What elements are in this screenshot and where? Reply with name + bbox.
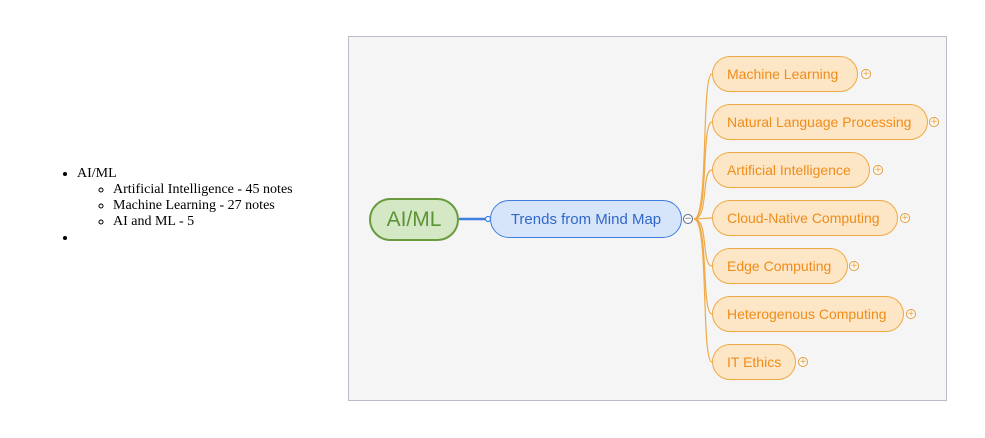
mind-map-links (459, 73, 713, 363)
outline-empty-item (77, 230, 330, 246)
outline-child: Artificial Intelligence - 45 notes (113, 182, 330, 198)
outline-child: Machine Learning - 27 notes (113, 198, 330, 214)
leaf-link (693, 218, 713, 363)
leaf-node-nlp[interactable]: Natural Language Processing (712, 104, 928, 140)
leaf-link (693, 73, 713, 220)
expand-icon[interactable]: + (798, 356, 808, 367)
outline-list: AI/ML Artificial Intelligence - 45 notes… (0, 166, 330, 246)
expand-icon[interactable]: + (929, 116, 939, 127)
collapse-icon[interactable]: − (683, 213, 693, 224)
leaf-link (693, 121, 713, 220)
leaf-node-heterogenous-computing[interactable]: Heterogenous Computing (712, 296, 904, 332)
root-node[interactable]: AI/ML (369, 198, 459, 241)
expand-icon[interactable]: + (900, 212, 910, 223)
leaf-node-machine-learning[interactable]: Machine Learning (712, 56, 858, 92)
leaf-links (693, 73, 713, 363)
outline-item-root: AI/ML Artificial Intelligence - 45 notes… (77, 166, 330, 230)
leaf-node-it-ethics[interactable]: IT Ethics (712, 344, 796, 380)
leaf-node-cloud-native-computing[interactable]: Cloud-Native Computing (712, 200, 898, 236)
outline-root-label: AI/ML (77, 166, 117, 181)
leaf-node-edge-computing[interactable]: Edge Computing (712, 248, 848, 284)
mind-map-canvas[interactable]: AI/ML Trends from Mind Map − Machine Lea… (348, 36, 947, 401)
leaf-link (693, 169, 713, 220)
expand-icon[interactable]: + (849, 260, 859, 271)
outline-child: AI and ML - 5 (113, 214, 330, 230)
leaf-node-artificial-intelligence[interactable]: Artificial Intelligence (712, 152, 870, 188)
expand-icon[interactable]: + (861, 68, 871, 79)
expand-icon[interactable]: + (873, 164, 883, 175)
expand-icon[interactable]: + (906, 308, 916, 319)
center-node[interactable]: Trends from Mind Map (490, 200, 682, 238)
